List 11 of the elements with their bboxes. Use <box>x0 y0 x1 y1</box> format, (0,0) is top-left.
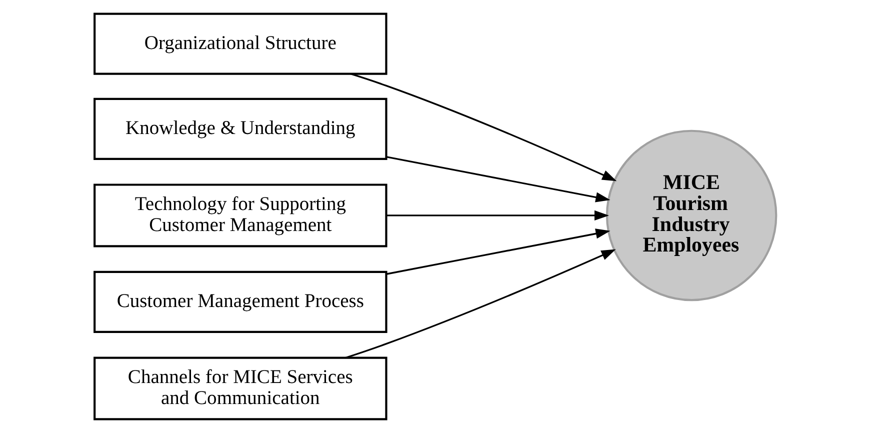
node-box: Channels for MICE Services and Communication <box>93 356 387 420</box>
arrow <box>344 249 616 359</box>
node-box: Technology for Supporting Customer Management <box>93 184 387 248</box>
arrow <box>386 156 610 202</box>
node-box: Customer Management Process <box>93 270 387 334</box>
node-box: Knowledge & Understanding <box>93 98 387 160</box>
arrow <box>386 210 609 221</box>
node-box: Organizational Structure <box>93 12 387 75</box>
arrow <box>350 73 616 182</box>
arrow <box>386 228 610 275</box>
node-circle: MICE Tourism Industry Employees <box>605 130 777 302</box>
